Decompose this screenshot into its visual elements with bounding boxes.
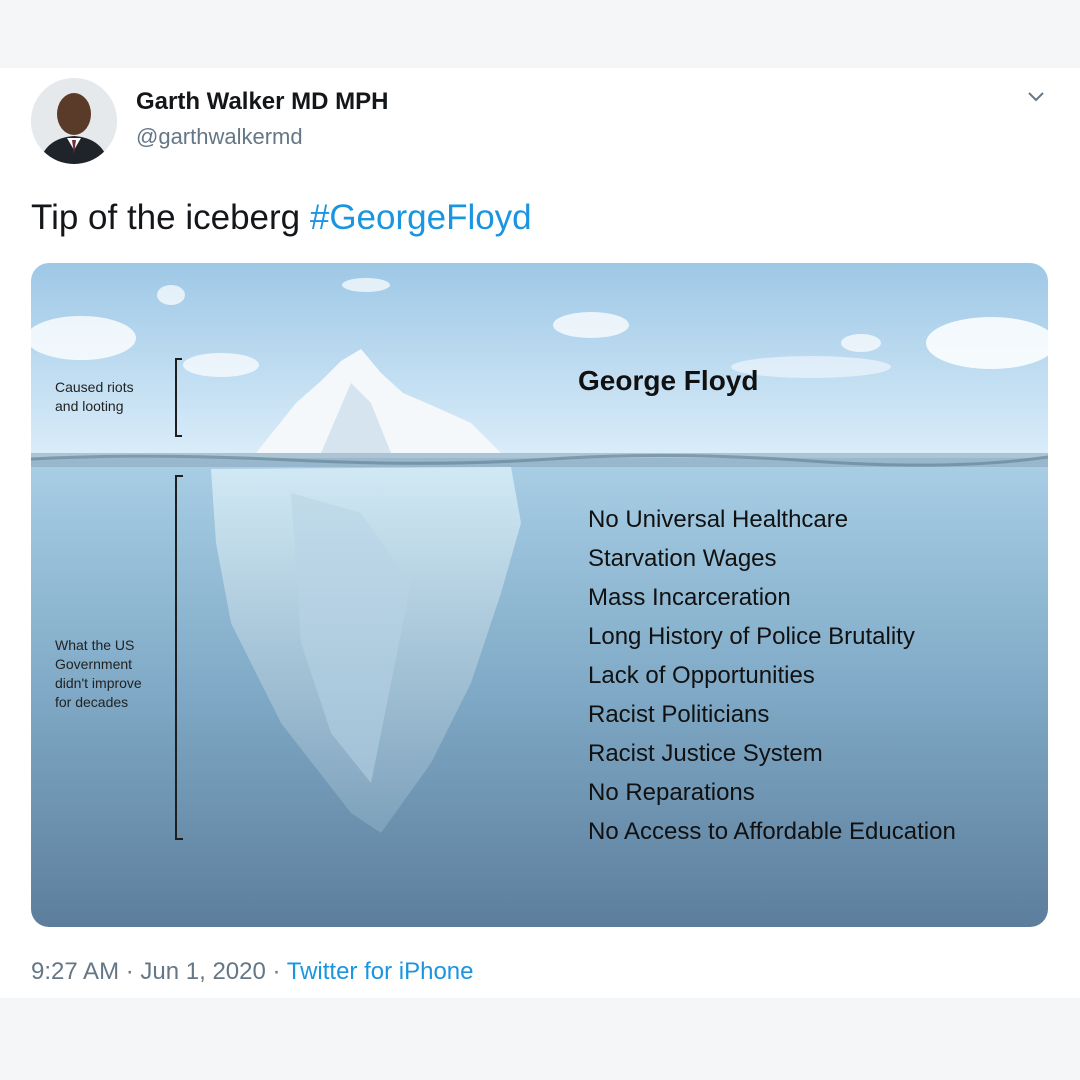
below-water-label: What the US Government didn't improve fo…	[55, 637, 142, 710]
meta-separator: ·	[119, 958, 141, 985]
avatar[interactable]	[31, 78, 117, 164]
tip-label: George Floyd	[578, 365, 759, 396]
list-item: Lack of Opportunities	[588, 662, 815, 689]
list-item: Starvation Wages	[588, 545, 777, 572]
list-item: No Access to Affordable Education	[588, 818, 956, 845]
tweet-card[interactable]: Garth Walker MD MPH @garthwalkermd Tip o…	[0, 68, 1080, 998]
list-item: Long History of Police Brutality	[588, 623, 915, 650]
list-item: No Reparations	[588, 779, 755, 806]
avatar-photo	[31, 78, 117, 164]
chevron-down-icon[interactable]	[1022, 86, 1050, 108]
list-item: Mass Incarceration	[588, 584, 791, 611]
tweet-image[interactable]: Caused riots and looting What the US Gov…	[31, 263, 1048, 927]
iceberg-illustration	[31, 263, 1048, 927]
list-item: Racist Politicians	[588, 701, 770, 728]
hashtag-link[interactable]: #GeorgeFloyd	[309, 198, 532, 237]
causes-list: No Universal Healthcare Starvation Wages…	[588, 500, 956, 851]
meta-separator: ·	[265, 958, 287, 985]
list-item: No Universal Healthcare	[588, 506, 849, 533]
tweet-metadata: 9:27 AM · Jun 1, 2020 · Twitter for iPho…	[31, 958, 473, 986]
above-water-label: Caused riots and looting	[55, 379, 134, 414]
tweet-source-link[interactable]: Twitter for iPhone	[286, 958, 474, 985]
tweet-date[interactable]: Jun 1, 2020	[140, 958, 266, 985]
tweet-text: Tip of the iceberg #GeorgeFloyd	[31, 198, 532, 238]
list-item: Racist Justice System	[588, 740, 823, 767]
tweet-text-body: Tip of the iceberg	[31, 198, 310, 237]
tweet-time[interactable]: 9:27 AM	[31, 958, 120, 985]
author-name[interactable]: Garth Walker MD MPH	[136, 88, 389, 115]
author-handle[interactable]: @garthwalkermd	[136, 124, 303, 149]
